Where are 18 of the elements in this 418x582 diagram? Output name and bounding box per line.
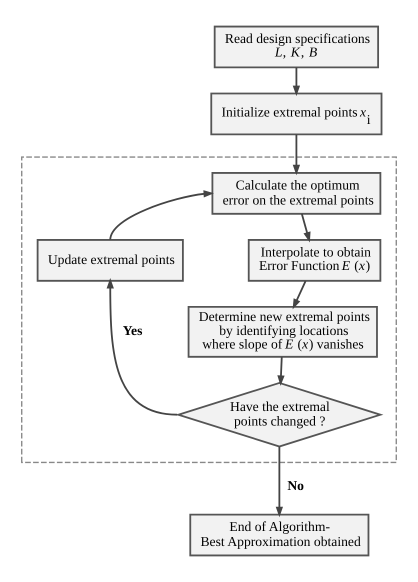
arrow (292, 280, 306, 310)
arrow (292, 134, 300, 176)
node-box: End of Algorithm- Best Approximation obtained (189, 514, 370, 556)
edge-label: No (287, 478, 304, 493)
node-box: Interpolate to obtain Error Function E (x) (248, 239, 382, 282)
arrow (292, 68, 300, 96)
node-box: Update extremal points (36, 239, 184, 282)
node-box: Read design specifications L, K, B (214, 26, 380, 68)
cluster (21, 156, 397, 464)
edge-label: Yes (122, 322, 142, 338)
arrow (106, 278, 178, 416)
arrow (300, 214, 311, 242)
node-box: Calculate the optimum error on the extremal points (212, 172, 382, 215)
node-diamond: Have the extremal points changed ? (175, 382, 384, 448)
arrow (276, 446, 284, 518)
node-box: Determine new extremal points by identifying locations where slope of E (x) vanishes (188, 306, 378, 358)
arrow (277, 357, 285, 386)
arrow (109, 190, 214, 240)
